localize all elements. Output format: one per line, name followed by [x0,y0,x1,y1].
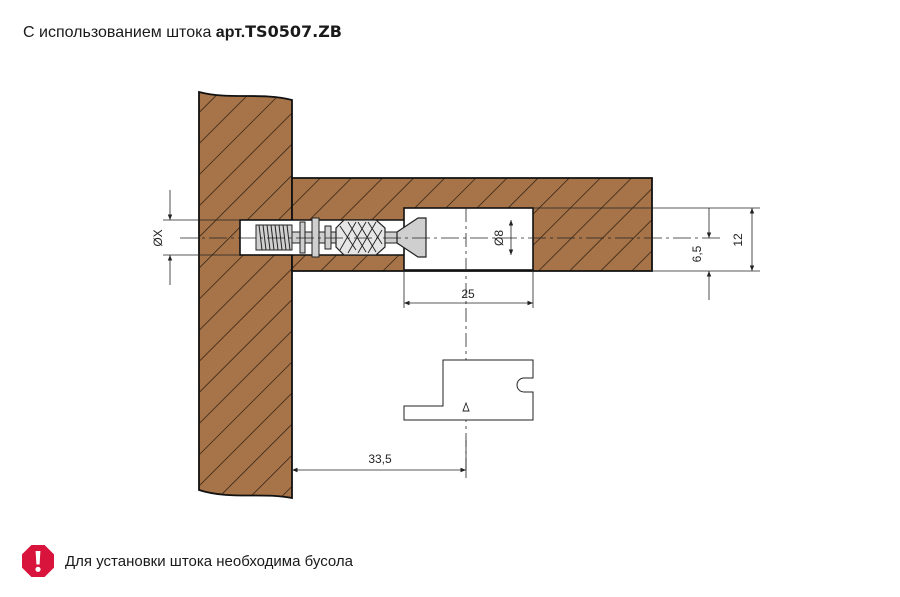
dim-label-height-6-5: 6,5 [690,245,704,262]
installation-note: Для установки штока необходима бусола [22,545,353,577]
connector-bolt [255,217,427,258]
dim-label-width-25: 25 [461,287,475,301]
dim-label-diameter-x: ØX [151,229,165,246]
title-text: С использованием штока [23,24,216,41]
note-text: Для установки штока необходима бусола [65,552,353,570]
cam-housing-outline [403,359,534,421]
article-prefix: арт. [215,24,246,41]
page-title: С использованием штока арт.TS0507.ZB [23,22,342,42]
wall-panel [198,90,293,500]
article-code: TS0507.ZB [245,22,342,41]
dim-label-distance-33-5: 33,5 [368,452,392,466]
exclamation-warning-icon [22,545,54,577]
dim-label-height-12: 12 [731,233,745,247]
dim-label-diameter-8: Ø8 [492,230,506,246]
